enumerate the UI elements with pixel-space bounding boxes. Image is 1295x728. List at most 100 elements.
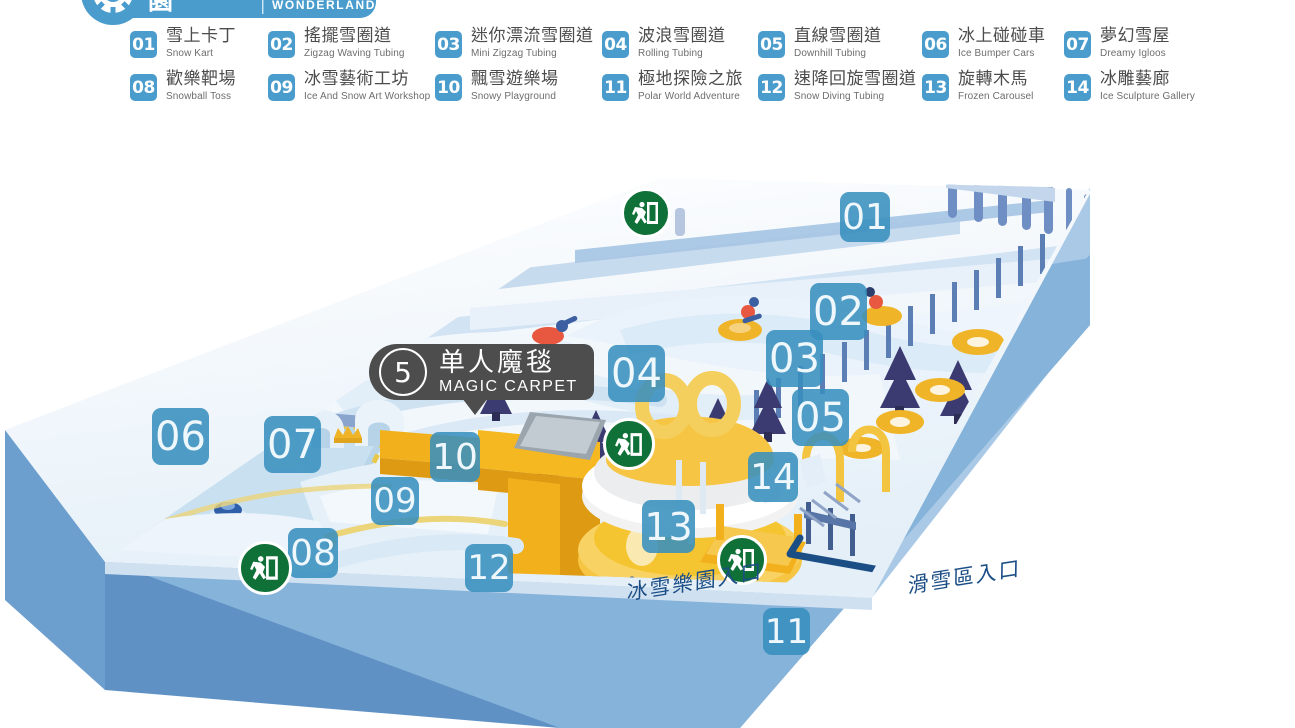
- legend-zh-12: 速降回旋雪圈道: [794, 69, 917, 90]
- emergency-exit-icon-3[interactable]: [717, 535, 767, 585]
- legend-item-11[interactable]: 11 極地探險之旅 Polar World Adventure: [602, 69, 758, 103]
- map-marker-13[interactable]: 13: [642, 500, 695, 553]
- legend-text-02: 搖擺雪圈道 Zigzag Waving Tubing: [304, 27, 405, 59]
- header-title-zh: 冰雪樂園: [148, 0, 176, 15]
- legend-badge-12: 12: [758, 74, 785, 102]
- rider-figure: [718, 297, 762, 341]
- legend-en-06: Ice Bumper Cars: [958, 47, 1035, 59]
- legend-item-14[interactable]: 14 冰雕藝廊 Ice Sculpture Gallery: [1064, 70, 1195, 102]
- map-marker-label-10: 10: [432, 436, 478, 478]
- map-slab-left-face-2: [105, 560, 560, 728]
- map-marker-10[interactable]: 10: [430, 432, 480, 482]
- legend-item-13[interactable]: 13 旋轉木馬 Frozen Carousel: [922, 69, 1064, 102]
- map-marker-04[interactable]: 04: [608, 345, 665, 402]
- legend-item-07[interactable]: 07 夢幻雪屋 Dreamy Igloos: [1064, 27, 1184, 59]
- legend-item-05[interactable]: 05 直線雪圈道 Downhill Tubing: [758, 26, 922, 59]
- emergency-exit-icon-4[interactable]: [238, 541, 292, 595]
- emergency-exit-icon-2[interactable]: [603, 418, 655, 470]
- legend-en-10: Snowy Playground: [471, 91, 556, 103]
- magic-carpet-en: MAGIC CARPET: [439, 377, 578, 395]
- tubing-chute: [322, 534, 524, 570]
- legend-item-06[interactable]: 06 冰上碰碰車 Ice Bumper Cars: [922, 26, 1064, 59]
- legend-text-11: 極地探險之旅 Polar World Adventure: [638, 69, 743, 103]
- slope-post: [178, 298, 188, 332]
- legend-badge-14: 14: [1064, 74, 1091, 102]
- magic-carpet-tooltip[interactable]: 5 单人魔毯 MAGIC CARPET: [369, 344, 594, 400]
- map-marker-01[interactable]: 01: [840, 192, 890, 242]
- legend-zh-04: 波浪雪圈道: [638, 26, 726, 46]
- legend-en-02: Zigzag Waving Tubing: [304, 47, 405, 59]
- emergency-exit-icon-1[interactable]: [621, 188, 671, 238]
- legend-zh-11: 極地探險之旅: [638, 69, 743, 90]
- legend-item-12[interactable]: 12 速降回旋雪圈道 Snow Diving Tubing: [758, 69, 922, 102]
- legend-row-2: 08 歡樂靶場 Snowball Toss 09 冰雪藝術工坊 Ice And …: [130, 69, 1220, 103]
- header-separator: |: [260, 0, 265, 14]
- snowflake-life-ring-logo-icon: [84, 0, 142, 22]
- map-marker-08[interactable]: 08: [288, 528, 338, 578]
- legend-badge-04: 04: [602, 31, 629, 58]
- map-marker-07[interactable]: 07: [264, 416, 321, 473]
- legend-item-03[interactable]: 03 迷你漂流雪圈道 Mini Zigzag Tubing: [435, 26, 602, 59]
- legend-en-09: Ice And Snow Art Workshop: [304, 91, 431, 103]
- map-marker-label-03: 03: [769, 335, 820, 382]
- header-title-en: WONDERLAND: [272, 0, 376, 12]
- legend-item-09[interactable]: 09 冰雪藝術工坊 Ice And Snow Art Workshop: [268, 69, 435, 103]
- legend-zh-05: 直線雪圈道: [794, 26, 882, 46]
- legend-text-12: 速降回旋雪圈道 Snow Diving Tubing: [794, 69, 917, 102]
- legend-en-11: Polar World Adventure: [638, 91, 740, 103]
- map-marker-09[interactable]: 09: [371, 477, 419, 525]
- map-marker-label-13: 13: [644, 504, 693, 549]
- legend-badge-06: 06: [922, 31, 949, 58]
- pine-tree: [750, 378, 786, 442]
- polar-post: [794, 514, 802, 548]
- legend-zh-09: 冰雪藝術工坊: [304, 69, 409, 90]
- legend-zh-08: 歡樂靶場: [166, 69, 236, 90]
- map-marker-02[interactable]: 02: [810, 283, 867, 340]
- legend-en-08: Snowball Toss: [166, 91, 232, 103]
- polar-gate: [676, 460, 706, 514]
- map-marker-label-08: 08: [290, 532, 336, 574]
- legend-en-05: Downhill Tubing: [794, 47, 867, 59]
- header-bar: 冰雪樂園 | WONDERLAND: [84, 0, 376, 18]
- legend-item-10[interactable]: 10 飄雪遊樂場 Snowy Playground: [435, 69, 602, 103]
- legend-text-04: 波浪雪圈道 Rolling Tubing: [638, 26, 726, 59]
- map-marker-12[interactable]: 12: [465, 544, 513, 592]
- magic-carpet-platform-top: [520, 416, 600, 454]
- stair-texture: [799, 482, 861, 528]
- entrance-arrow-ski: [786, 534, 884, 574]
- map-marker-14[interactable]: 14: [748, 452, 798, 502]
- legend-text-13: 旋轉木馬 Frozen Carousel: [958, 69, 1033, 102]
- map-marker-label-02: 02: [813, 288, 864, 335]
- legend-zh-13: 旋轉木馬: [958, 69, 1028, 90]
- map-marker-label-14: 14: [750, 456, 796, 498]
- legend-zh-03: 迷你漂流雪圈道: [471, 26, 594, 46]
- map-marker-05[interactable]: 05: [792, 389, 849, 446]
- map-marker-label-06: 06: [155, 413, 206, 460]
- map-marker-label-12: 12: [467, 548, 511, 588]
- slope-post: [675, 208, 685, 236]
- legend-item-08[interactable]: 08 歡樂靶場 Snowball Toss: [130, 69, 268, 103]
- legend-item-01[interactable]: 01 雪上卡丁 Snow Kart: [130, 27, 268, 59]
- legend-badge-05: 05: [758, 31, 785, 58]
- map-marker-03[interactable]: 03: [766, 330, 823, 387]
- legend-text-09: 冰雪藝術工坊 Ice And Snow Art Workshop: [304, 69, 431, 103]
- map-marker-11[interactable]: 11: [763, 608, 810, 655]
- legend-text-14: 冰雕藝廊 Ice Sculpture Gallery: [1100, 70, 1195, 102]
- legend-text-08: 歡樂靶場 Snowball Toss: [166, 69, 236, 103]
- legend-item-02[interactable]: 02 搖擺雪圈道 Zigzag Waving Tubing: [268, 27, 435, 59]
- magic-carpet-leg: [508, 478, 560, 585]
- legend-badge-08: 08: [130, 74, 157, 102]
- map-marker-06[interactable]: 06: [152, 408, 209, 465]
- rider-figure: [862, 287, 902, 326]
- legend-zh-06: 冰上碰碰車: [958, 26, 1046, 46]
- legend-zh-10: 飄雪遊樂場: [471, 69, 559, 90]
- map-marker-label-04: 04: [611, 350, 662, 397]
- crown-icon: [334, 426, 362, 443]
- legend-text-10: 飄雪遊樂場 Snowy Playground: [471, 69, 559, 103]
- legend-badge-01: 01: [130, 31, 157, 58]
- legend-badge-02: 02: [268, 31, 295, 58]
- legend-item-04[interactable]: 04 波浪雪圈道 Rolling Tubing: [602, 26, 758, 59]
- hand-rail: [848, 425, 890, 492]
- polar-fence: [804, 502, 856, 556]
- park-map-illustration[interactable]: 01 02 03 04 05 06 07 08 09 10 11 12 13 1…: [0, 130, 1295, 728]
